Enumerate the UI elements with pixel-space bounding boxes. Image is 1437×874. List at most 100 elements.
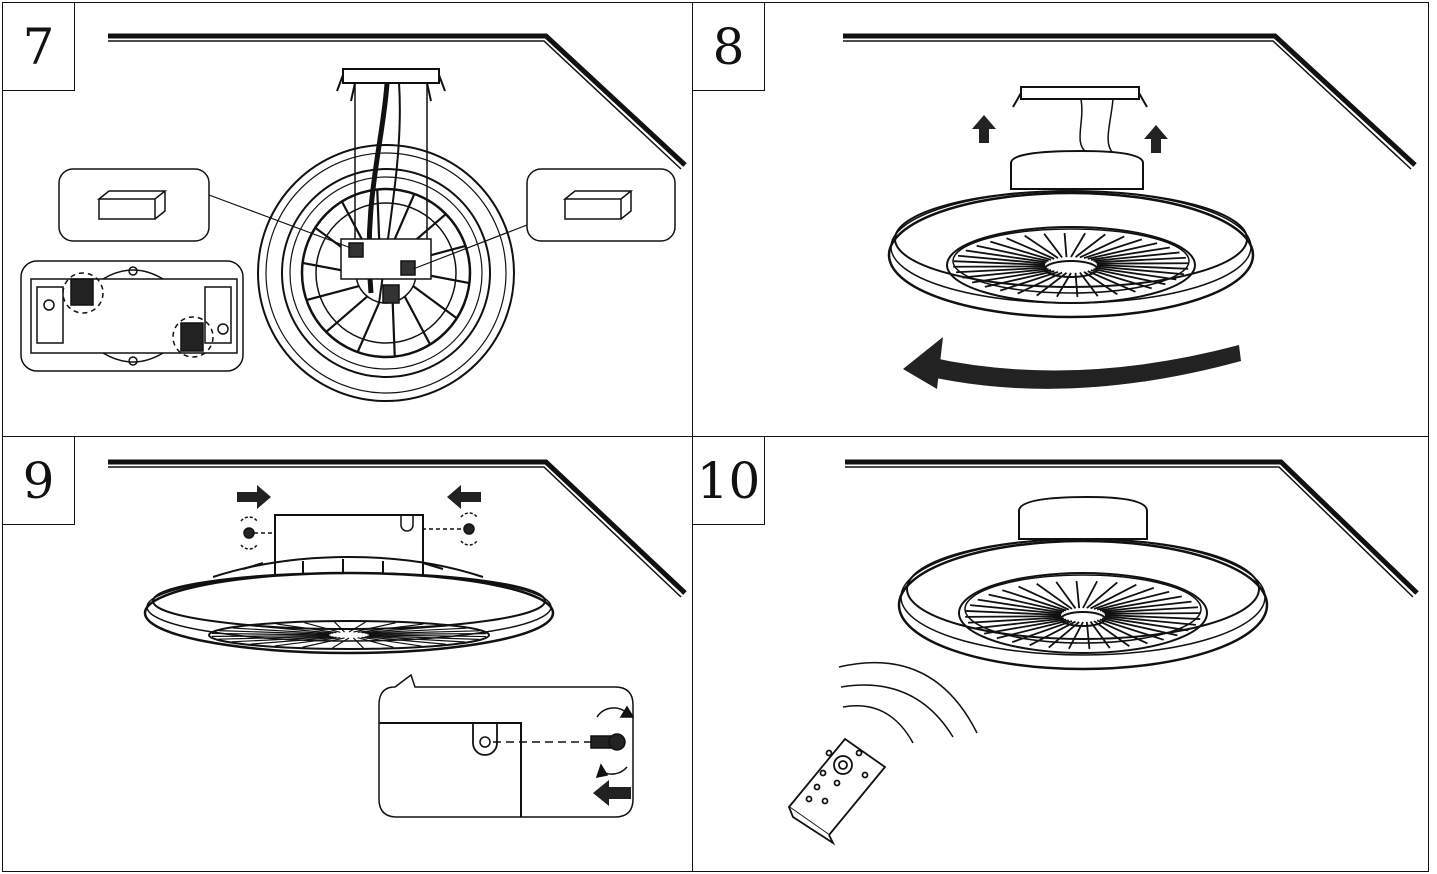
step-9-illustration <box>108 459 687 818</box>
push-arrow-icon-left <box>447 485 481 509</box>
driver-box-icon <box>340 238 432 304</box>
spoke <box>232 627 332 635</box>
spoke <box>1093 620 1130 648</box>
spoke <box>1104 615 1197 626</box>
spoke <box>1056 272 1072 298</box>
spoke <box>1063 232 1068 258</box>
spoke <box>218 635 331 640</box>
spoke <box>988 593 1065 613</box>
remote-control-icon <box>787 737 887 846</box>
spoke <box>276 623 337 634</box>
signal-waves-icon <box>838 661 978 744</box>
spoke <box>1090 583 1137 610</box>
step-number-10: 10 <box>693 437 765 525</box>
connector-block-icon-right <box>526 168 676 242</box>
spoke <box>252 625 334 634</box>
spoke <box>958 254 1046 265</box>
spoke <box>353 622 396 633</box>
spoke <box>1095 266 1177 281</box>
spoke <box>1083 238 1143 259</box>
spoke <box>968 616 1063 624</box>
spoke <box>412 285 458 320</box>
spoke <box>1068 621 1084 650</box>
fan-body-icon <box>887 149 1255 319</box>
spoke <box>1055 581 1077 609</box>
screw-detail-callout-icon <box>378 673 635 818</box>
spoke <box>1085 621 1091 650</box>
spoke <box>1024 234 1059 259</box>
spoke <box>1075 580 1081 609</box>
spoke <box>1006 237 1055 260</box>
spoke <box>1101 617 1178 637</box>
spoke <box>1096 265 1184 276</box>
spoke <box>984 270 1055 288</box>
spoke <box>1103 616 1189 632</box>
fan-top-view-icon <box>257 144 515 402</box>
spoke <box>1099 595 1182 612</box>
step-number-7: 7 <box>3 3 75 91</box>
spoke <box>361 636 422 647</box>
fan-cage-icon <box>302 189 470 357</box>
fan-blades-icon <box>211 621 487 649</box>
spoke <box>302 637 345 648</box>
spoke <box>364 636 446 645</box>
step-10-illustration <box>787 459 1419 846</box>
step-9-panel: 9 <box>2 436 694 872</box>
spoke <box>965 610 1062 616</box>
fan-blades-icon <box>965 580 1201 650</box>
spoke <box>1083 271 1118 296</box>
spoke <box>996 619 1070 640</box>
spoke <box>274 637 341 647</box>
spoke <box>1096 264 1189 270</box>
ceiling-line-icon <box>108 459 687 598</box>
spoke <box>999 271 1059 292</box>
up-arrow-icon-right <box>1144 125 1168 153</box>
spoke <box>367 630 480 635</box>
ceiling-line-icon <box>108 33 687 170</box>
spoke <box>211 635 330 637</box>
spoke <box>391 302 396 357</box>
spoke <box>1089 621 1111 649</box>
mounting-bracket-icon <box>336 68 446 102</box>
spoke <box>976 244 1049 262</box>
spoke <box>1086 581 1118 609</box>
spoke <box>348 621 366 633</box>
spoke <box>364 627 467 634</box>
wiring-box-detail-icon <box>20 260 244 372</box>
spoke <box>391 193 416 245</box>
ceiling-line-icon <box>843 33 1417 170</box>
spoke <box>1029 620 1076 647</box>
spoke <box>361 625 448 634</box>
spoke <box>1079 271 1099 297</box>
spoke <box>977 598 1063 614</box>
spoke <box>972 269 1052 284</box>
step-number-8: 8 <box>693 3 765 91</box>
fan-blades-icon <box>953 232 1189 298</box>
push-arrow-icon-right <box>237 485 271 509</box>
spoke <box>356 301 381 353</box>
step-8-illustration <box>843 33 1417 389</box>
spoke <box>306 284 360 302</box>
spoke <box>1093 251 1180 262</box>
screw-icon-left <box>240 516 273 550</box>
spoke <box>376 189 381 244</box>
spoke <box>965 615 1062 618</box>
spoke <box>1101 600 1192 613</box>
step-7-illustration <box>20 33 687 402</box>
spoke <box>231 636 334 643</box>
spoke <box>990 240 1052 261</box>
spoke <box>1095 256 1186 264</box>
spoke <box>962 268 1049 279</box>
spoke <box>1103 606 1198 614</box>
spoke <box>1090 246 1170 261</box>
spoke <box>1087 270 1136 293</box>
spoke <box>1093 586 1155 610</box>
fan-side-view-icon <box>143 514 555 655</box>
spoke <box>1096 590 1170 611</box>
spoke <box>1087 242 1158 260</box>
spoke <box>1104 614 1201 620</box>
screw-icon-right <box>415 512 478 546</box>
spoke <box>1074 233 1106 258</box>
spoke <box>334 621 345 633</box>
